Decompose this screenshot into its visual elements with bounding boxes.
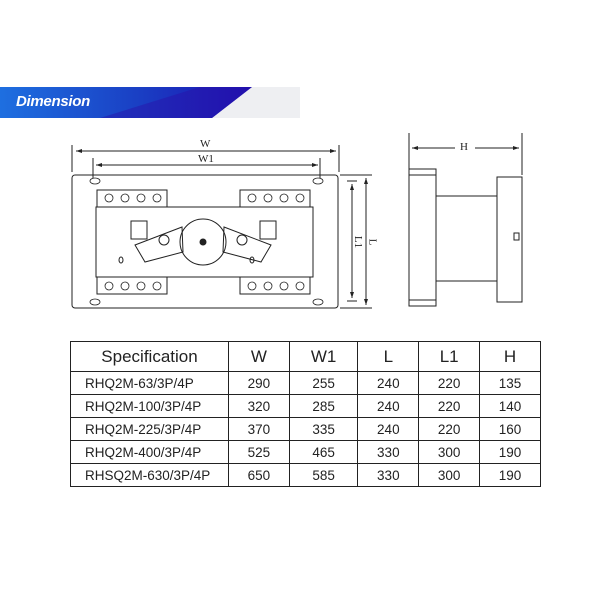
model-cell: RHQ2M-63/3P/4P (70, 371, 229, 395)
column-header: L (357, 341, 420, 372)
dimension-cell: 190 (479, 463, 541, 487)
dimension-cell: 240 (357, 371, 420, 395)
dimension-cell: 330 (357, 463, 420, 487)
dimension-cell: 300 (418, 463, 481, 487)
model-cell: RHQ2M-225/3P/4P (70, 417, 229, 441)
dimension-label-l: L (366, 238, 379, 246)
dimension-cell: 190 (479, 440, 541, 464)
dimension-cell: 220 (418, 371, 481, 395)
dimension-cell: 290 (228, 371, 290, 395)
model-cell: RHQ2M-400/3P/4P (70, 440, 229, 464)
model-cell: RHSQ2M-630/3P/4P (70, 463, 229, 487)
dimension-cell: 220 (418, 417, 481, 441)
dimension-drawing (71, 133, 523, 309)
dimension-cell: 160 (479, 417, 541, 441)
dimension-label-l1: L1 (352, 235, 365, 249)
dimension-cell: 135 (479, 371, 541, 395)
dimension-cell: 525 (228, 440, 290, 464)
dimension-cell: 140 (479, 394, 541, 418)
column-header: W1 (288, 341, 359, 372)
dimension-cell: 220 (418, 394, 481, 418)
dimension-cell: 370 (228, 417, 290, 441)
table-header-row: Specification W W1 L L1 H (70, 341, 541, 372)
dimension-cell: 240 (357, 417, 420, 441)
section-title: Dimension (16, 93, 90, 110)
dimension-cell: 240 (357, 394, 420, 418)
header-banner (0, 87, 300, 118)
dimension-cell: 300 (418, 440, 481, 464)
dimension-label-h: H (460, 141, 468, 153)
column-header: Specification (70, 341, 229, 372)
column-header: L1 (418, 341, 481, 372)
dimension-cell: 320 (228, 394, 290, 418)
column-header: H (479, 341, 541, 372)
dimension-cell: 585 (288, 463, 359, 487)
dimension-label-w1: W1 (198, 153, 214, 165)
dimension-cell: 285 (288, 394, 359, 418)
specification-table: Specification W W1 L L1 H RHQ2M-63/3P/4P… (70, 341, 541, 487)
dimension-cell: 650 (228, 463, 290, 487)
column-header: W (228, 341, 290, 372)
dimension-label-w: W (200, 138, 211, 150)
dimension-cell: 465 (288, 440, 359, 464)
dimension-cell: 330 (357, 440, 420, 464)
dimension-cell: 335 (288, 417, 359, 441)
dimension-cell: 255 (288, 371, 359, 395)
model-cell: RHQ2M-100/3P/4P (70, 394, 229, 418)
